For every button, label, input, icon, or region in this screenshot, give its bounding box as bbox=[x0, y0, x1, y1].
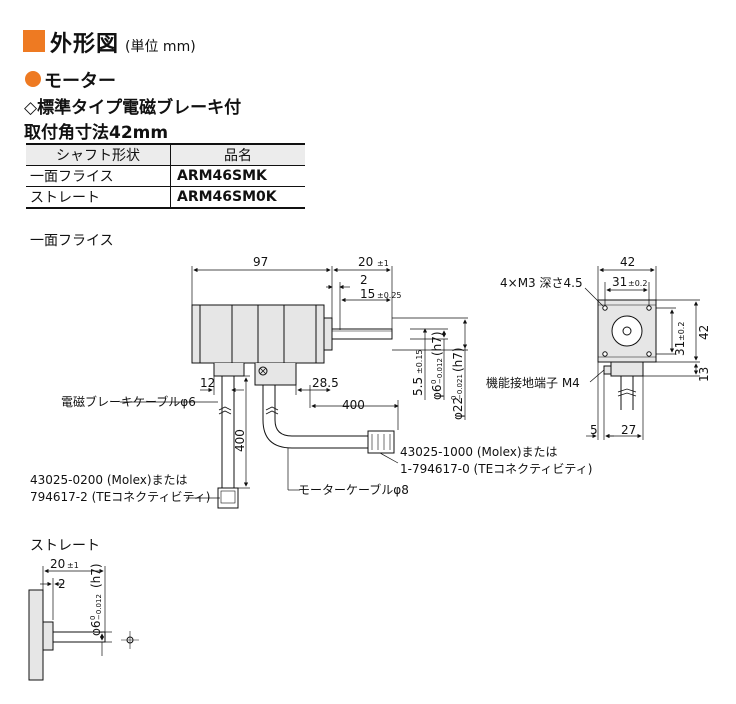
dim-phi6-straight-h7: (h7) bbox=[89, 563, 103, 588]
dim-31-side: 31 bbox=[673, 341, 687, 356]
dim-42-top: 42 bbox=[620, 255, 635, 269]
motor-side-view bbox=[191, 304, 393, 386]
label-connector2-line1: 43025-1000 (Molex)または bbox=[400, 445, 558, 459]
title-marker-square bbox=[23, 30, 45, 52]
dim-28-5: 28.5 bbox=[312, 376, 339, 390]
dim-phi6-h7: (h7) bbox=[430, 331, 444, 356]
mount-size-heading: 取付角寸法42mm bbox=[24, 123, 169, 143]
label-brake-cable: 電磁ブレーキケーブルφ6 bbox=[61, 394, 196, 409]
dim-12: 12 bbox=[200, 376, 215, 390]
dim-400-vertical: 400 bbox=[233, 429, 247, 452]
table-cell-model: ARM46SMK bbox=[170, 165, 305, 187]
label-connector2-line2: 1-794617-0 (TEコネクティビティ) bbox=[400, 462, 592, 476]
straight-dimension-text: 20 ±1 2 φ6 0 −0.012 (h7) bbox=[50, 557, 103, 636]
dim-phi22-tol-upper: 0 bbox=[450, 396, 458, 400]
motor-cable bbox=[262, 385, 395, 454]
bullet-dot-icon bbox=[25, 71, 41, 87]
dim-5-5: 5.5 bbox=[411, 377, 425, 396]
motor-front-view bbox=[597, 299, 657, 410]
dim-20-straight-tol: ±1 bbox=[67, 561, 79, 570]
table-header-model: 品名 bbox=[170, 143, 305, 166]
dim-31-top: 31 bbox=[612, 275, 627, 289]
dim-27: 27 bbox=[621, 423, 636, 437]
category-heading: モーター bbox=[44, 71, 116, 92]
straight-shaft-view bbox=[28, 589, 139, 681]
label-ground-terminal: 機能接地端子 M4 bbox=[486, 375, 580, 390]
dim-31-top-tol: ±0.2 bbox=[628, 279, 647, 288]
dim-20: 20 bbox=[358, 255, 373, 269]
dim-5-5-tol: ±0.15 bbox=[415, 349, 424, 374]
dim-phi6: φ6 bbox=[430, 384, 444, 400]
table-row: ストレート ARM46SM0K bbox=[26, 186, 305, 209]
table-cell-shape: ストレート bbox=[26, 186, 171, 209]
dim-phi6-straight-tol-lower: −0.012 bbox=[95, 594, 103, 620]
front-dimension-text: 42 31 ±0.2 31 ±0.2 42 13 5 27 4×M3 深さ4.5… bbox=[486, 255, 711, 437]
dim-phi22: φ22 bbox=[451, 397, 465, 420]
model-table: シャフト形状 品名 一面フライス ARM46SMK ストレート ARM46SM0… bbox=[26, 143, 305, 209]
section-label-flat: 一面フライス bbox=[30, 233, 114, 249]
dim-phi22-tol-lower: −0.021 bbox=[456, 374, 464, 400]
table-header-row: シャフト形状 品名 bbox=[26, 143, 305, 166]
dim-phi22-h7: (h7) bbox=[451, 347, 465, 372]
dim-phi6-straight: φ6 bbox=[89, 620, 103, 636]
unit-note: (単位 mm) bbox=[125, 39, 196, 55]
table-row: 一面フライス ARM46SMK bbox=[26, 165, 305, 187]
dim-2: 2 bbox=[360, 273, 368, 287]
front-dimensions bbox=[584, 266, 700, 440]
dim-31-side-tol: ±0.2 bbox=[677, 322, 686, 341]
dim-20-tol: ±1 bbox=[377, 259, 389, 268]
page-title: 外形図(単位 mm) bbox=[50, 32, 196, 57]
straight-dimensions bbox=[40, 566, 112, 656]
table-cell-shape: 一面フライス bbox=[26, 165, 171, 187]
dim-5: 5 bbox=[590, 423, 598, 437]
brake-cable bbox=[217, 376, 239, 509]
dim-phi6-straight-tol-upper: 0 bbox=[89, 616, 97, 620]
table-header-shape: シャフト形状 bbox=[26, 143, 171, 166]
dim-42-side: 42 bbox=[697, 325, 711, 340]
dim-97: 97 bbox=[253, 255, 268, 269]
section-label-straight: ストレート bbox=[30, 538, 100, 554]
label-connector1-line1: 43025-0200 (Molex)または bbox=[30, 473, 188, 487]
dim-2-straight: 2 bbox=[58, 577, 66, 591]
dim-13: 13 bbox=[697, 367, 711, 382]
dim-15: 15 bbox=[360, 287, 375, 301]
side-dimension-text: 97 20 ±1 2 15 ±0.25 12 28.5 400 400 5.5 … bbox=[30, 255, 592, 504]
dim-phi6-tol-upper: 0 bbox=[430, 380, 438, 384]
table-cell-model: ARM46SM0K bbox=[170, 186, 305, 209]
dim-phi6-tol-lower: −0.012 bbox=[436, 358, 444, 384]
label-motor-cable: モーターケーブルφ8 bbox=[298, 482, 409, 497]
type-heading: ◇標準タイプ電磁ブレーキ付 bbox=[24, 98, 242, 118]
side-dimensions bbox=[120, 266, 468, 499]
dim-400-horizontal: 400 bbox=[342, 398, 365, 412]
dim-20-straight: 20 bbox=[50, 557, 65, 571]
label-connector1-line2: 794617-2 (TEコネクティビティ) bbox=[30, 490, 210, 504]
label-mounting-holes: 4×M3 深さ4.5 bbox=[500, 276, 583, 290]
dim-15-tol: ±0.25 bbox=[377, 291, 402, 300]
